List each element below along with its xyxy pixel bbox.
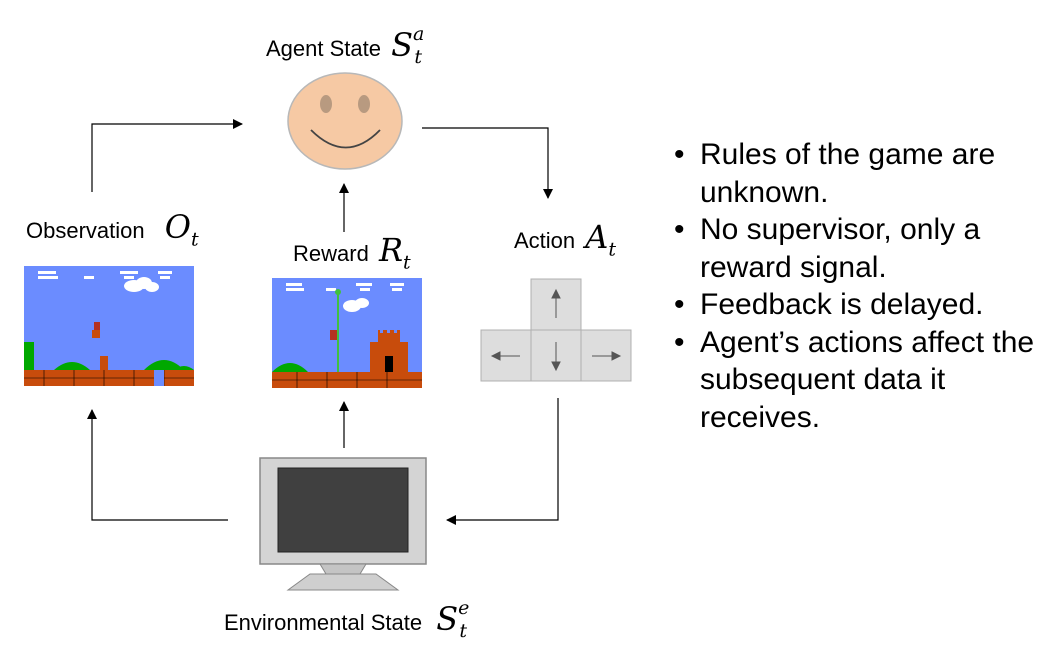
environment-monitor-icon [259, 457, 427, 591]
arrow-keys-icon [480, 278, 632, 382]
bullet-item: •No supervisor, only a reward signal. [674, 213, 981, 284]
action-to-environment-arrow [446, 398, 559, 525]
observation-text: Observation [26, 218, 145, 243]
environment-to-observation-arrow [87, 409, 228, 521]
key-points-list: •Rules of the game are unknown. •No supe… [672, 136, 1042, 436]
observation-symbol: Ot [164, 208, 199, 251]
agent-state-text: Agent State [266, 36, 381, 61]
observation-game-screenshot [24, 266, 194, 386]
reward-label: Reward Rt [293, 231, 411, 273]
agent-state-label: Agent State Sat [266, 23, 425, 69]
agent-to-action-arrow [422, 127, 553, 199]
reward-game-screenshot [272, 278, 422, 388]
environmental-state-symbol: Set [436, 597, 470, 643]
reward-symbol: Rt [378, 231, 411, 274]
action-text: Action [514, 228, 576, 253]
action-symbol: At [585, 218, 617, 261]
bullet-item: •Rules of the game are unknown. [674, 138, 996, 209]
bullet-item: •Feedback is delayed. [674, 288, 984, 321]
action-label: Action At [514, 218, 616, 260]
observation-to-agent-arrow [91, 119, 243, 192]
bullet-item: •Agent’s actions affect the subsequent d… [674, 325, 1035, 434]
environmental-state-label: Environmental State Set [224, 597, 470, 643]
reward-text: Reward [293, 241, 369, 266]
observation-label: Observation Ot [26, 208, 199, 250]
agent-smiley-icon [287, 72, 403, 170]
agent-state-symbol: Sat [391, 23, 425, 69]
environmental-state-text: Environmental State [224, 610, 423, 635]
